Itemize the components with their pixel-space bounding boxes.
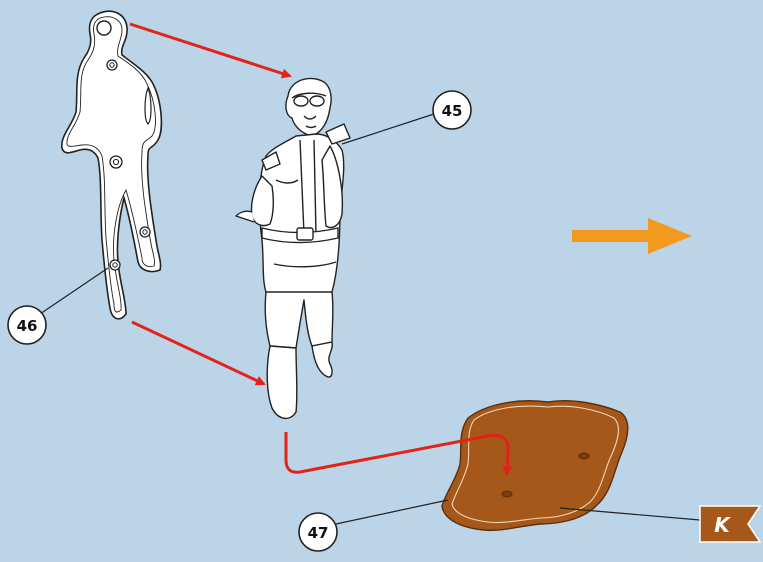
peg-hole — [110, 260, 120, 270]
peg-hole — [140, 227, 150, 237]
assembly-arrow-top — [130, 24, 290, 76]
flag-icon: K — [700, 506, 760, 542]
callout-45: 45 — [433, 91, 471, 129]
callout-47-label: 47 — [308, 524, 329, 542]
callout-45-label: 45 — [442, 102, 463, 120]
right-arrow-icon — [572, 218, 692, 254]
peg-hole — [97, 21, 111, 35]
peg-hole — [107, 60, 117, 70]
peg-hole — [110, 156, 122, 168]
next-step-flag-label: K — [714, 513, 731, 537]
callout-46: 46 — [8, 306, 46, 344]
part-46-back-plate — [62, 11, 162, 319]
part-45-aviator-figure — [236, 78, 350, 418]
callout-47: 47 — [299, 513, 337, 551]
callout-46-label: 46 — [17, 317, 38, 335]
assembly-arrow-bottom — [132, 322, 264, 384]
